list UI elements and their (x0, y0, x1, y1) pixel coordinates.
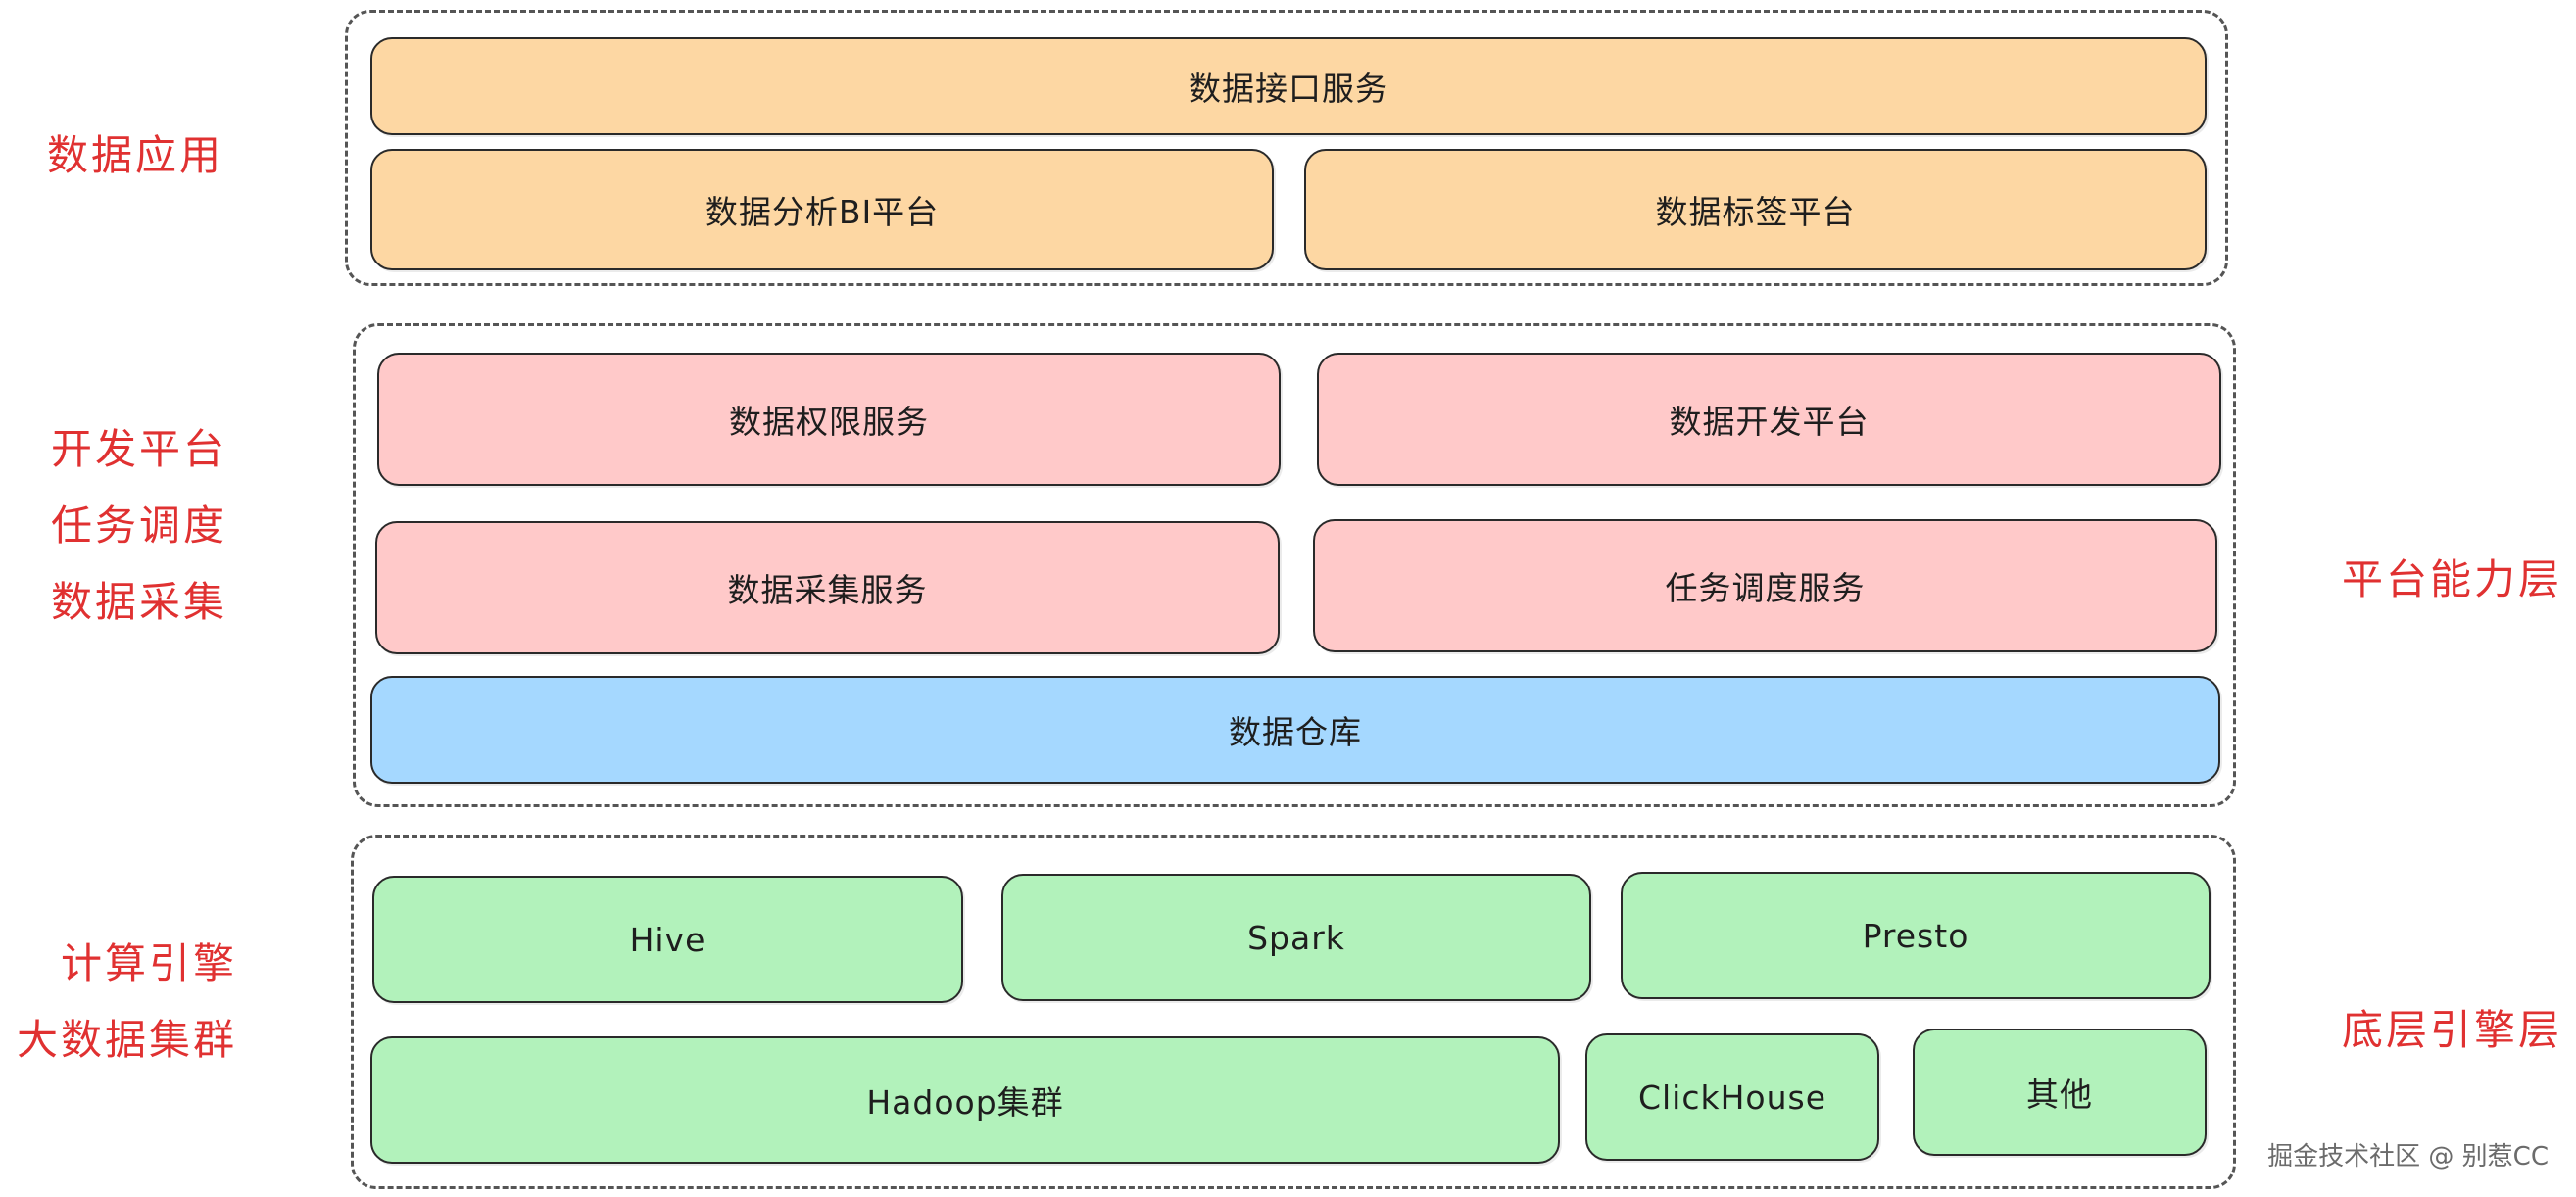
label-data-collection: 数据采集 (51, 578, 228, 626)
watermark: 掘金技术社区 @ 别惹CC (2267, 1142, 2549, 1172)
label-task-scheduling: 任务调度 (51, 502, 228, 550)
box-data-analysis-bi-platform: 数据分析BI平台 (370, 149, 1274, 270)
label-engine-stack: 计算引擎 大数据集群 (12, 926, 237, 1078)
label-compute-engine: 计算引擎 (60, 939, 237, 987)
box-data-tag-platform: 数据标签平台 (1304, 149, 2207, 270)
label-engine-layer: 底层引擎层 (2342, 1006, 2563, 1054)
box-clickhouse: ClickHouse (1585, 1033, 1879, 1161)
group-application-layer (345, 10, 2228, 286)
box-hadoop-cluster: Hadoop集群 (370, 1036, 1560, 1164)
box-data-permission-service: 数据权限服务 (377, 353, 1281, 486)
label-dev-platform: 开发平台 (51, 425, 228, 473)
box-data-collection-service: 数据采集服务 (375, 521, 1280, 654)
label-platform-capability-layer: 平台能力层 (2342, 555, 2563, 603)
label-big-data-cluster: 大数据集群 (16, 1016, 237, 1064)
box-other: 其他 (1913, 1029, 2207, 1156)
box-presto: Presto (1621, 872, 2211, 999)
label-data-application: 数据应用 (47, 131, 224, 179)
box-task-scheduling-service: 任务调度服务 (1313, 519, 2217, 652)
box-hive: Hive (372, 876, 963, 1003)
box-data-development-platform: 数据开发平台 (1317, 353, 2221, 486)
label-platform-stack: 开发平台 任务调度 数据采集 (51, 411, 227, 641)
box-data-warehouse: 数据仓库 (370, 676, 2220, 784)
group-platform-layer (353, 323, 2236, 807)
box-spark: Spark (1001, 874, 1591, 1001)
group-engine-layer (351, 835, 2236, 1189)
box-data-interface-service: 数据接口服务 (370, 37, 2207, 135)
